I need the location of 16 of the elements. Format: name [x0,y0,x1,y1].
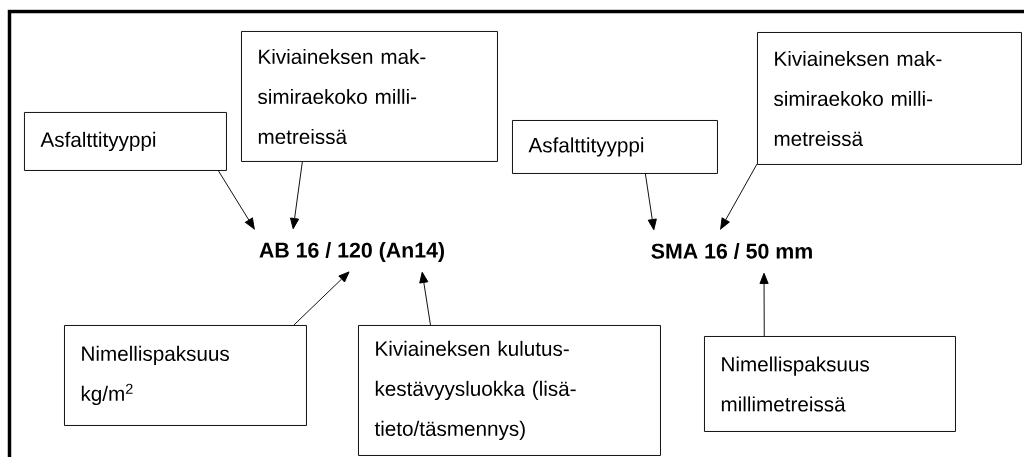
arrow [217,169,255,230]
label-box: Asfalttityyppi [512,120,718,174]
label-box: Kiviaineksen mak- simiraekoko milli- metreissä [757,32,1022,165]
arrow [644,172,657,231]
code-text: SMA 16 / 50 mm [651,243,812,259]
label-box: Kiviaineksen kulutus- kestävyysluokka (lisä- tieto/täsmennys) [358,325,661,456]
arrow [419,271,431,326]
arrow [293,271,350,326]
arrow [720,163,758,230]
label-box: Asfalttityyppi [24,112,227,171]
label-box: Kiviaineksen mak- simiraekoko milli- metreissä [241,31,498,162]
arrow [290,160,303,230]
label-box: Nimellispaksuus kg/m$^{2}$ [64,325,307,426]
label-box: Nimellispaksuus millimetreissä [704,336,956,432]
code-text: AB 16 / 120 (An14) [259,242,444,262]
arrow [759,272,769,337]
